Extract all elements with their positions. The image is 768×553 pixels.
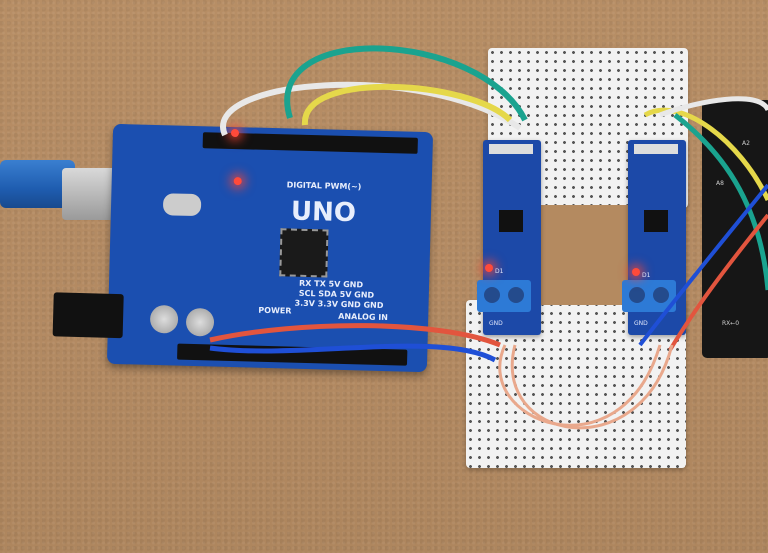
module-header-pins xyxy=(634,144,678,154)
blue-wire xyxy=(209,343,497,363)
pin-label-gnd: GND xyxy=(634,320,648,327)
breadboard-gap xyxy=(540,205,630,305)
rs485-module-left: D1 GND xyxy=(477,140,541,335)
yellow-wire xyxy=(301,83,513,126)
led-label: D1 xyxy=(642,272,651,279)
power-led xyxy=(632,268,640,276)
led-label: D1 xyxy=(495,268,504,275)
rs485-chip xyxy=(499,210,523,232)
teal-wire xyxy=(284,45,528,122)
twisted-pair xyxy=(498,344,662,427)
pin-label: A8 xyxy=(716,180,724,187)
red-wire xyxy=(209,323,501,348)
pin-label: RX←0 xyxy=(722,320,740,327)
module-header-pins xyxy=(489,144,533,154)
screw-terminal xyxy=(477,280,531,312)
power-led xyxy=(485,264,493,272)
screw-terminal xyxy=(622,280,676,312)
rs485-module-right: D1 GND xyxy=(622,140,686,335)
white-wire xyxy=(220,81,522,137)
rs485-chip xyxy=(644,210,668,232)
pin-label-gnd: GND xyxy=(489,320,503,327)
pin-label: A2 xyxy=(742,140,750,147)
